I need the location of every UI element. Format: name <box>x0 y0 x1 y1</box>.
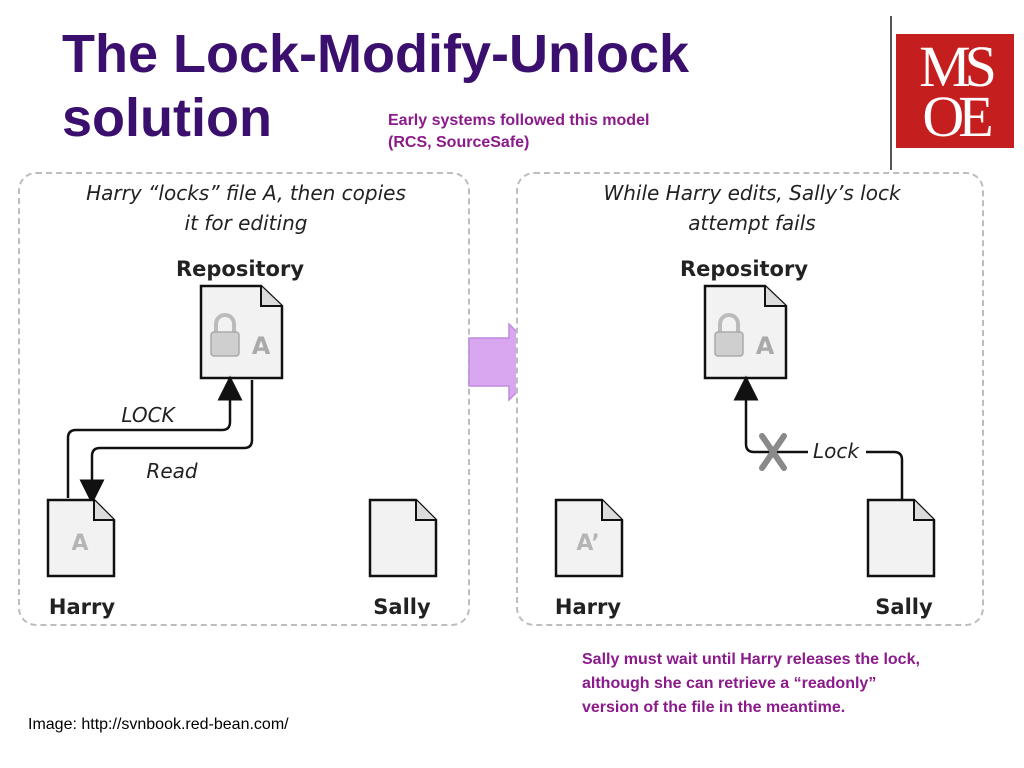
lock-label-backdrop <box>808 436 866 466</box>
logo-line-1: MS <box>919 34 997 99</box>
slide-title-line-1: The Lock-Modify-Unlock <box>62 24 690 84</box>
bottom-note: Sally must wait until Harry releases the… <box>582 648 1012 720</box>
left-sally-label: Sally <box>373 595 431 619</box>
left-repository-label: Repository <box>176 257 304 281</box>
top-note: Early systems followed this model (RCS, … <box>388 110 748 154</box>
right-sally-label: Sally <box>875 595 933 619</box>
msoe-logo: MS OE <box>896 34 1014 148</box>
left-repo-file-letter: A <box>252 332 271 360</box>
blocked-x-icon <box>759 433 787 471</box>
image-credit: Image: http://svnbook.red-bean.com/ <box>28 716 289 733</box>
right-harry-label: Harry <box>555 595 621 619</box>
right-diagram: While Harry edits, Sally’s lock attempt … <box>554 181 936 619</box>
right-sally-file <box>866 498 936 578</box>
padlock-icon <box>210 313 240 357</box>
right-diagram-panel: While Harry edits, Sally’s lock attempt … <box>516 172 984 626</box>
left-caption-line-1: Harry “locks” file A, then copies <box>86 181 406 205</box>
left-harry-label: Harry <box>49 595 115 619</box>
right-lock-label: Lock <box>813 439 860 463</box>
right-harry-file: A’ <box>554 498 624 578</box>
read-label: Read <box>146 459 197 483</box>
left-sally-file <box>368 498 438 578</box>
slide-title: The Lock-Modify-Unlock solution <box>62 22 689 150</box>
slide-title-line-2: solution <box>62 88 272 148</box>
left-diagram: Harry “locks” file A, then copies it for… <box>46 181 438 619</box>
bottom-note-line-2: although she can retrieve a “readonly” <box>582 675 877 692</box>
right-harry-file-letter: A’ <box>576 531 599 556</box>
top-note-line-1: Early systems followed this model <box>388 112 650 129</box>
bottom-note-line-1: Sally must wait until Harry releases the… <box>582 651 920 668</box>
left-harry-file: A <box>46 498 116 578</box>
header-divider <box>890 16 892 170</box>
lock-arrow <box>66 375 243 498</box>
left-repository-file: A <box>199 284 284 380</box>
right-caption-line-1: While Harry edits, Sally’s lock <box>603 181 902 205</box>
padlock-icon <box>714 313 744 357</box>
left-caption-line-2: it for editing <box>185 211 308 235</box>
left-harry-file-letter: A <box>71 531 88 556</box>
right-repository-file: A <box>703 284 788 380</box>
top-note-line-2: (RCS, SourceSafe) <box>388 134 530 151</box>
right-repository-label: Repository <box>680 257 808 281</box>
read-arrow <box>79 380 254 505</box>
right-caption-line-2: attempt fails <box>688 211 815 235</box>
bottom-note-line-3: version of the file in the meantime. <box>582 699 846 716</box>
right-repo-file-letter: A <box>756 332 775 360</box>
left-diagram-panel: Harry “locks” file A, then copies it for… <box>18 172 470 626</box>
logo-line-2: OE <box>922 84 993 148</box>
lock-label: LOCK <box>121 403 176 427</box>
